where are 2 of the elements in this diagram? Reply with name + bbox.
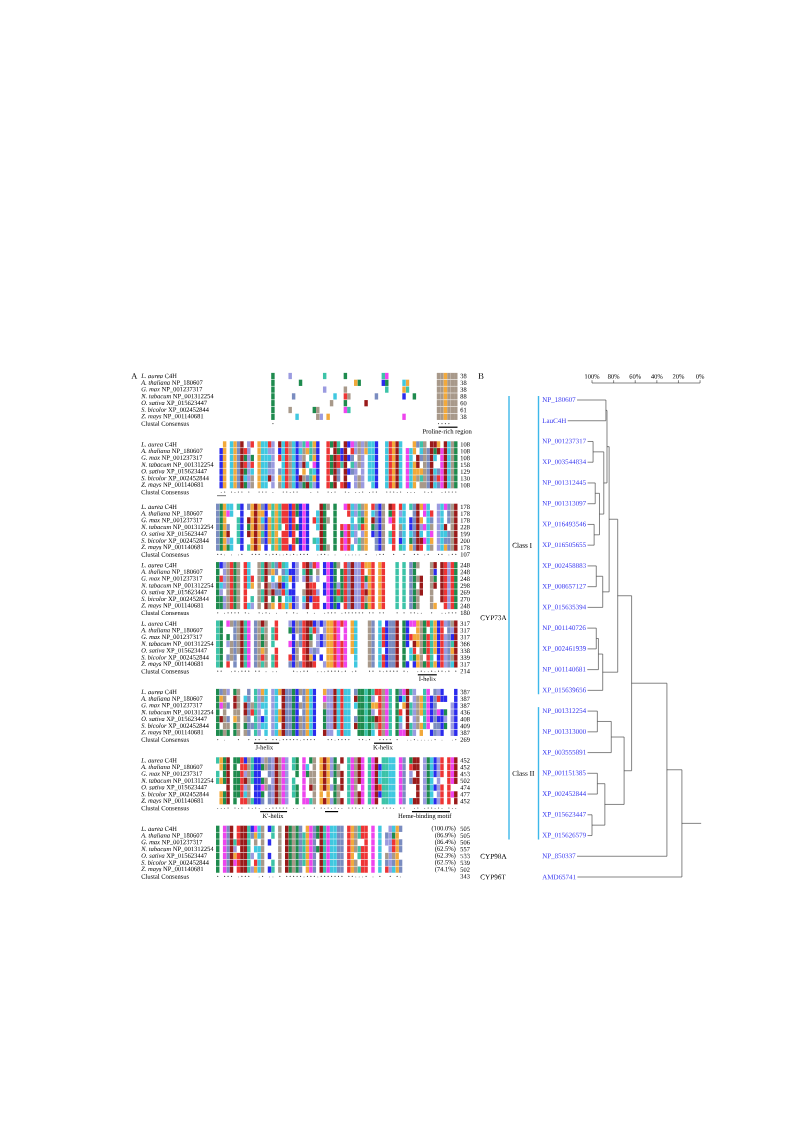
panel-label: B — [478, 373, 484, 379]
panel-label: A — [131, 373, 138, 379]
